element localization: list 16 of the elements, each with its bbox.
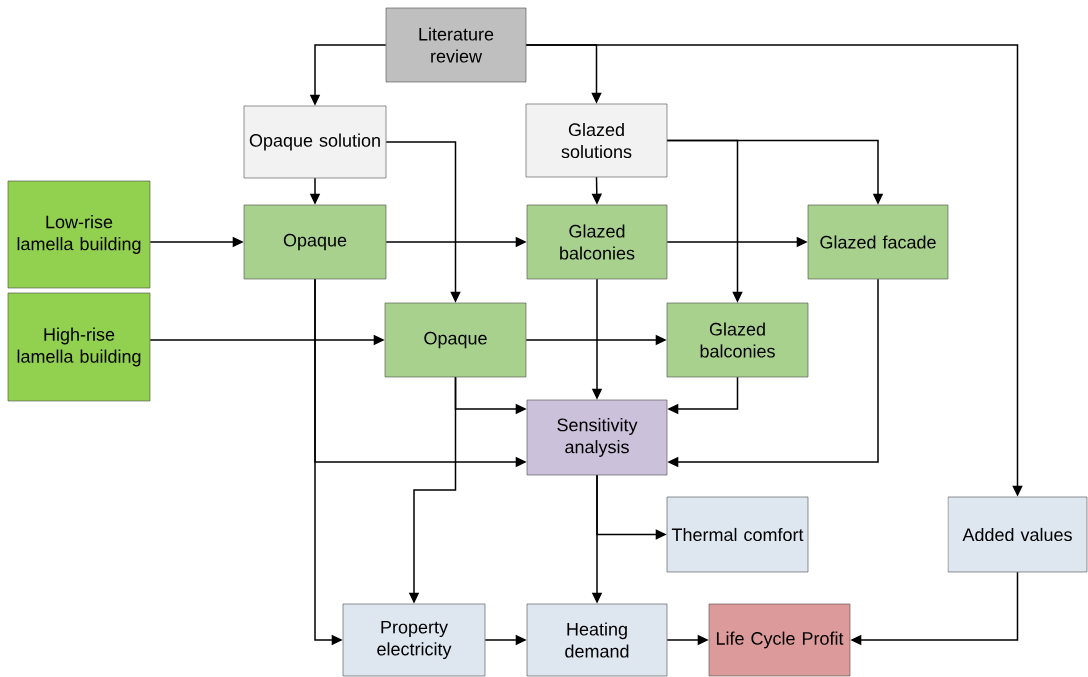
process-box: Heating demand <box>526 603 668 677</box>
process-box: Literature review <box>385 7 527 83</box>
process-box: Low-rise lamella building <box>7 180 151 289</box>
process-box: Life Cycle Profit <box>708 603 851 677</box>
process-box: Added values <box>947 496 1088 573</box>
process-box: Glazed solutions <box>525 103 668 178</box>
process-box: High-rise lamella building <box>7 292 151 402</box>
process-box: Glazed balconies <box>526 204 668 280</box>
process-box: Opaque <box>384 302 527 378</box>
process-box: Opaque solution <box>243 105 387 179</box>
process-box: Thermal comfort <box>666 496 809 573</box>
process-box: Sensitivity analysis <box>526 399 668 476</box>
process-box: Property electricity <box>342 603 486 677</box>
process-box: Glazed balconies <box>666 302 809 378</box>
process-box: Opaque <box>243 204 387 280</box>
process-box: Glazed facade <box>807 204 949 280</box>
